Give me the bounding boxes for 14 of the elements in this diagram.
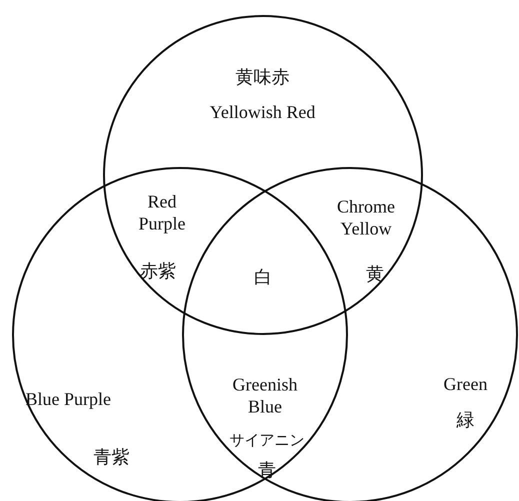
region-label: 緑 [456,410,474,432]
overlap-label: Red Purple [138,191,186,235]
region-label: 青紫 [94,446,130,468]
overlap-label: Chrome Yellow [336,196,396,240]
overlap-label: 黄 [366,264,384,286]
overlap-label: サイアニン [230,432,304,450]
region-label: Blue Purple [26,388,112,410]
overlap-label: 赤紫 [140,261,176,283]
region-label: Green [444,374,488,396]
venn-circle [103,15,423,335]
overlap-label: 白 [254,267,272,289]
overlap-label: Greenish Blue [232,374,298,418]
region-label: Yellowish Red [210,102,316,124]
region-label: 黄味赤 [236,66,290,88]
